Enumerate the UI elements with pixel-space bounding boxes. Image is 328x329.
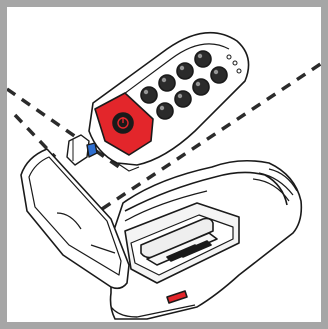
battery-install-illustration — [7, 7, 321, 322]
key-6 — [175, 91, 191, 107]
key-7 — [193, 79, 209, 95]
key-3 — [177, 63, 193, 79]
key-8 — [211, 67, 227, 83]
key-1 — [141, 87, 157, 103]
keypad-module — [89, 33, 249, 171]
key-4 — [195, 51, 211, 67]
key-2 — [159, 75, 175, 91]
connector-body — [67, 135, 89, 165]
key-5 — [157, 103, 173, 119]
battery-door-panel — [21, 149, 129, 288]
battery-door — [21, 149, 129, 288]
